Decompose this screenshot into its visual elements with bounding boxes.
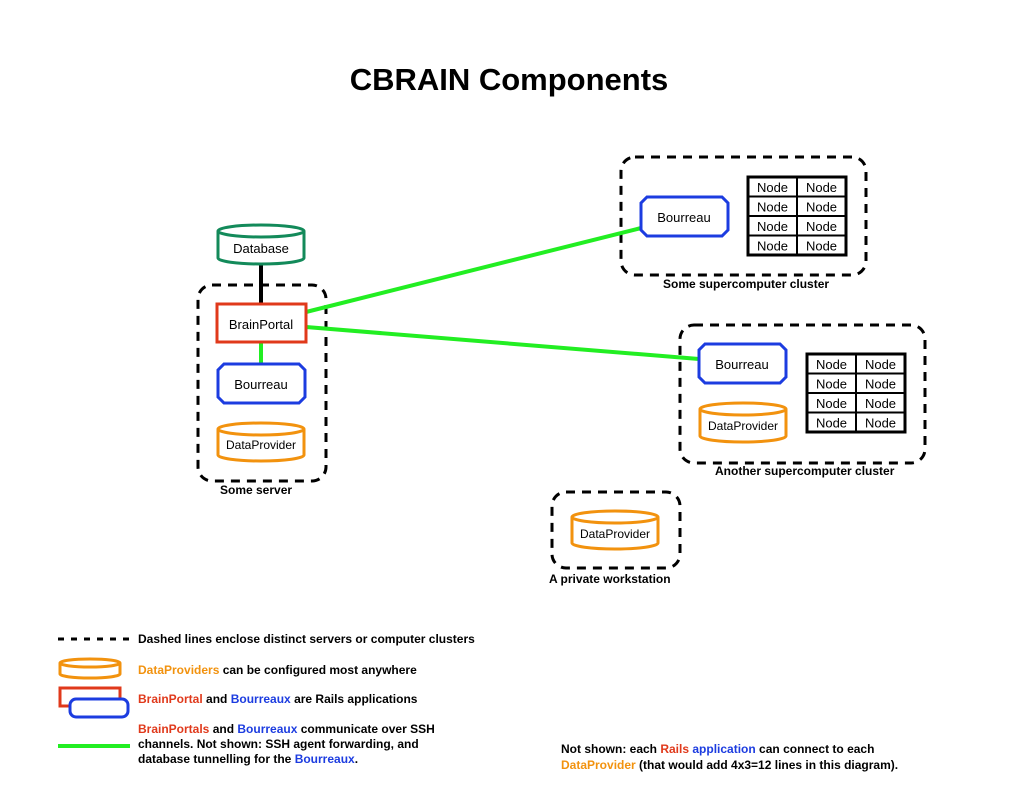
local-bourreau-box xyxy=(216,362,307,405)
footnote-line2: DataProvider (that would add 4x3=12 line… xyxy=(561,757,898,773)
workstation-enclosure xyxy=(550,490,682,570)
portal-cluster1-ssh xyxy=(305,226,642,314)
legend-ssh-brainportals: BrainPortals xyxy=(138,722,210,736)
cluster2-dataprovider-label: DataProvider xyxy=(708,419,778,433)
footnote-part1: Not shown: each xyxy=(561,742,661,756)
legend-rails-rest: are Rails applications xyxy=(290,692,418,706)
legend-dataprovider-text: DataProviders can be configured most any… xyxy=(138,663,417,677)
workstation-dataprovider-label: DataProvider xyxy=(580,527,650,541)
node-label: Node xyxy=(757,238,788,253)
legend-ssh-line3: database tunnelling for the Bourreaux. xyxy=(138,752,435,767)
node-label: Node xyxy=(757,180,788,195)
footnote: Not shown: each Rails application can co… xyxy=(561,741,898,773)
legend-dataprovider-rest: can be configured most anywhere xyxy=(219,663,417,677)
database-label: Database xyxy=(233,241,289,256)
legend-ssh-rest: communicate over SSH xyxy=(297,722,435,736)
node-label: Node xyxy=(806,199,837,214)
local-dataprovider-cylinder xyxy=(216,421,306,463)
cluster2-enclosure xyxy=(678,323,927,465)
footnote-line1: Not shown: each Rails application can co… xyxy=(561,741,898,757)
node-label: Node xyxy=(757,199,788,214)
node-label: Node xyxy=(757,219,788,234)
node-grid-border xyxy=(805,352,907,434)
legend-ssh-line2: channels. Not shown: SSH agent forwardin… xyxy=(138,737,419,751)
node-label: Node xyxy=(816,376,847,391)
brainportal-box xyxy=(215,302,308,344)
cluster2-bourreau-box xyxy=(697,342,788,385)
legend-ssh-text: BrainPortals and Bourreaux communicate o… xyxy=(138,722,435,767)
footnote-application: application xyxy=(692,742,756,756)
legend-dataprovider-word: DataProviders xyxy=(138,663,220,677)
legend-ssh-line3b: Bourreaux xyxy=(294,752,355,766)
cluster1-bourreau-box xyxy=(639,195,730,238)
portal-cluster2-ssh xyxy=(305,325,700,361)
node-label: Node xyxy=(806,180,837,195)
footnote-dataprovider: DataProvider xyxy=(561,758,636,772)
footnote-part2: can connect to each xyxy=(755,742,875,756)
local-dataprovider-label: DataProvider xyxy=(226,438,296,452)
legend-bourreau-box xyxy=(68,697,130,719)
node-label: Node xyxy=(865,396,896,411)
local-bourreau-label: Bourreau xyxy=(234,377,287,392)
cluster2-dataprovider-cylinder xyxy=(698,401,788,444)
legend-ssh-and: and xyxy=(209,722,238,736)
legend-rails-text: BrainPortal and Bourreaux are Rails appl… xyxy=(138,692,417,706)
cluster2-caption: Another supercomputer cluster xyxy=(715,464,895,478)
footnote-part3: (that would add 4x3=12 lines in this dia… xyxy=(635,758,899,772)
workstation-dataprovider-cylinder xyxy=(570,509,660,551)
cluster2-bourreau-label: Bourreau xyxy=(715,357,768,372)
page-title: CBRAIN Components xyxy=(349,62,669,97)
legend-dashed-text: Dashed lines enclose distinct servers or… xyxy=(138,632,475,646)
node-grid-border xyxy=(746,175,848,257)
node-label: Node xyxy=(806,219,837,234)
footnote-rails: Rails xyxy=(660,742,690,756)
legend-ssh-line1: BrainPortals and Bourreaux communicate o… xyxy=(138,722,435,737)
legend-ssh-bourreaux: Bourreaux xyxy=(237,722,298,736)
legend-ssh-line3a: database tunnelling for the xyxy=(138,752,295,766)
legend-ssh-line3c: . xyxy=(354,752,359,766)
node-label: Node xyxy=(865,415,896,430)
workstation-caption: A private workstation xyxy=(549,572,671,586)
database-cylinder xyxy=(216,223,306,266)
node-label: Node xyxy=(816,357,847,372)
node-label: Node xyxy=(806,238,837,253)
server-caption: Some server xyxy=(220,483,293,497)
node-label: Node xyxy=(865,376,896,391)
node-label: Node xyxy=(865,357,896,372)
brainportal-label: BrainPortal xyxy=(229,317,293,332)
node-label: Node xyxy=(816,396,847,411)
cluster1-bourreau-label: Bourreau xyxy=(657,210,710,225)
legend-and-word: and xyxy=(202,692,231,706)
legend-brainportal-word: BrainPortal xyxy=(138,692,203,706)
legend-bourreaux-word: Bourreaux xyxy=(230,692,291,706)
cluster1-caption: Some supercomputer cluster xyxy=(663,277,830,291)
legend-dataprovider-cylinder xyxy=(58,657,122,680)
node-label: Node xyxy=(816,415,847,430)
